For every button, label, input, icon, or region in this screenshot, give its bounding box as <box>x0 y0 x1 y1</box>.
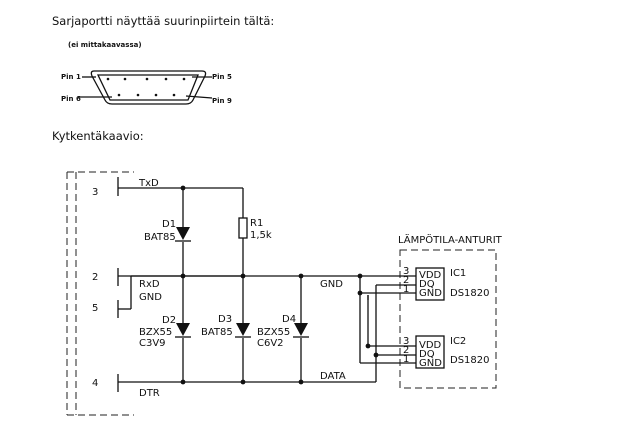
pin3-number: 3 <box>92 187 98 198</box>
ic1-pin2: 2 <box>403 275 409 286</box>
ic2-pin3: 3 <box>403 336 409 347</box>
gnd-net-label: GND <box>320 279 343 290</box>
rxd-label: RxD <box>139 279 160 290</box>
pin1-label: Pin 1 <box>61 73 81 81</box>
d2-ref: D2 <box>162 315 176 326</box>
sensor-box <box>399 249 497 389</box>
d3-value: BAT85 <box>201 327 233 338</box>
ic1-part: DS1820 <box>450 288 490 299</box>
d1-value: BAT85 <box>144 232 176 243</box>
r1-value: 1,5k <box>250 230 272 241</box>
ic2-part: DS1820 <box>450 355 490 366</box>
db9-connector <box>90 70 207 105</box>
ic2-dq: DQ <box>419 349 435 360</box>
diode-d3 <box>235 323 251 338</box>
ic1-dq: DQ <box>419 279 435 290</box>
data-net-label: DATA <box>320 371 346 382</box>
d2-value: BZX55 <box>139 327 172 338</box>
d4-ref: D4 <box>282 314 296 325</box>
r1-ref: R1 <box>250 218 263 229</box>
scale-note: (ei mittakaavassa) <box>68 41 142 49</box>
ic2 <box>398 335 445 369</box>
ic2-pin1: 1 <box>403 354 409 365</box>
d4-value: BZX55 <box>257 327 290 338</box>
pin-dot <box>106 77 110 81</box>
ic1-ref: IC1 <box>450 268 466 279</box>
resistor-r1 <box>238 217 248 239</box>
ic2-vdd: VDD <box>419 340 442 351</box>
sensors-title: LÄMPÖTILA-ANTURIT <box>398 233 503 246</box>
dtr-label: DTR <box>139 388 160 399</box>
d2-value2: C3V9 <box>139 338 166 349</box>
pin-dot <box>172 93 176 97</box>
connector-heading: Sarjaportti näyttää suurinpiirtein tältä… <box>52 14 274 28</box>
pin-dot <box>154 93 158 97</box>
txd-label: TxD <box>138 178 159 189</box>
junctions <box>180 185 379 385</box>
pin-dot <box>164 77 168 81</box>
ic2-pin2: 2 <box>403 345 409 356</box>
ic1-pin1: 1 <box>403 284 409 295</box>
zener-d4 <box>293 323 309 338</box>
pin-dot <box>145 77 149 81</box>
pin5-number: 5 <box>92 303 98 314</box>
pin9-label: Pin 9 <box>212 97 232 105</box>
schematic-heading: Kytkentäkaavio: <box>52 129 144 143</box>
d3-ref: D3 <box>218 314 232 325</box>
pin5-label: Pin 5 <box>212 73 232 81</box>
ic2-ref: IC2 <box>450 336 466 347</box>
pin-dot <box>136 93 140 97</box>
ic1-pin3: 3 <box>403 266 409 277</box>
ic1-gnd: GND <box>419 288 442 299</box>
pin6-label: Pin 6 <box>61 95 81 103</box>
wires <box>118 187 398 383</box>
d4-value2: C6V2 <box>257 338 284 349</box>
pin4-number: 4 <box>92 378 98 389</box>
ic1-vdd: VDD <box>419 270 442 281</box>
d1-ref: D1 <box>162 219 176 230</box>
serial-port-box <box>66 171 134 416</box>
pin-dot <box>182 77 186 81</box>
pin-dot <box>117 93 121 97</box>
diode-d1 <box>175 227 191 242</box>
ic1 <box>398 267 445 301</box>
gnd-pin-label: GND <box>139 292 162 303</box>
ic2-gnd: GND <box>419 358 442 369</box>
zener-d2 <box>175 323 191 338</box>
pin-dot <box>123 77 127 81</box>
pin2-number: 2 <box>92 272 98 283</box>
